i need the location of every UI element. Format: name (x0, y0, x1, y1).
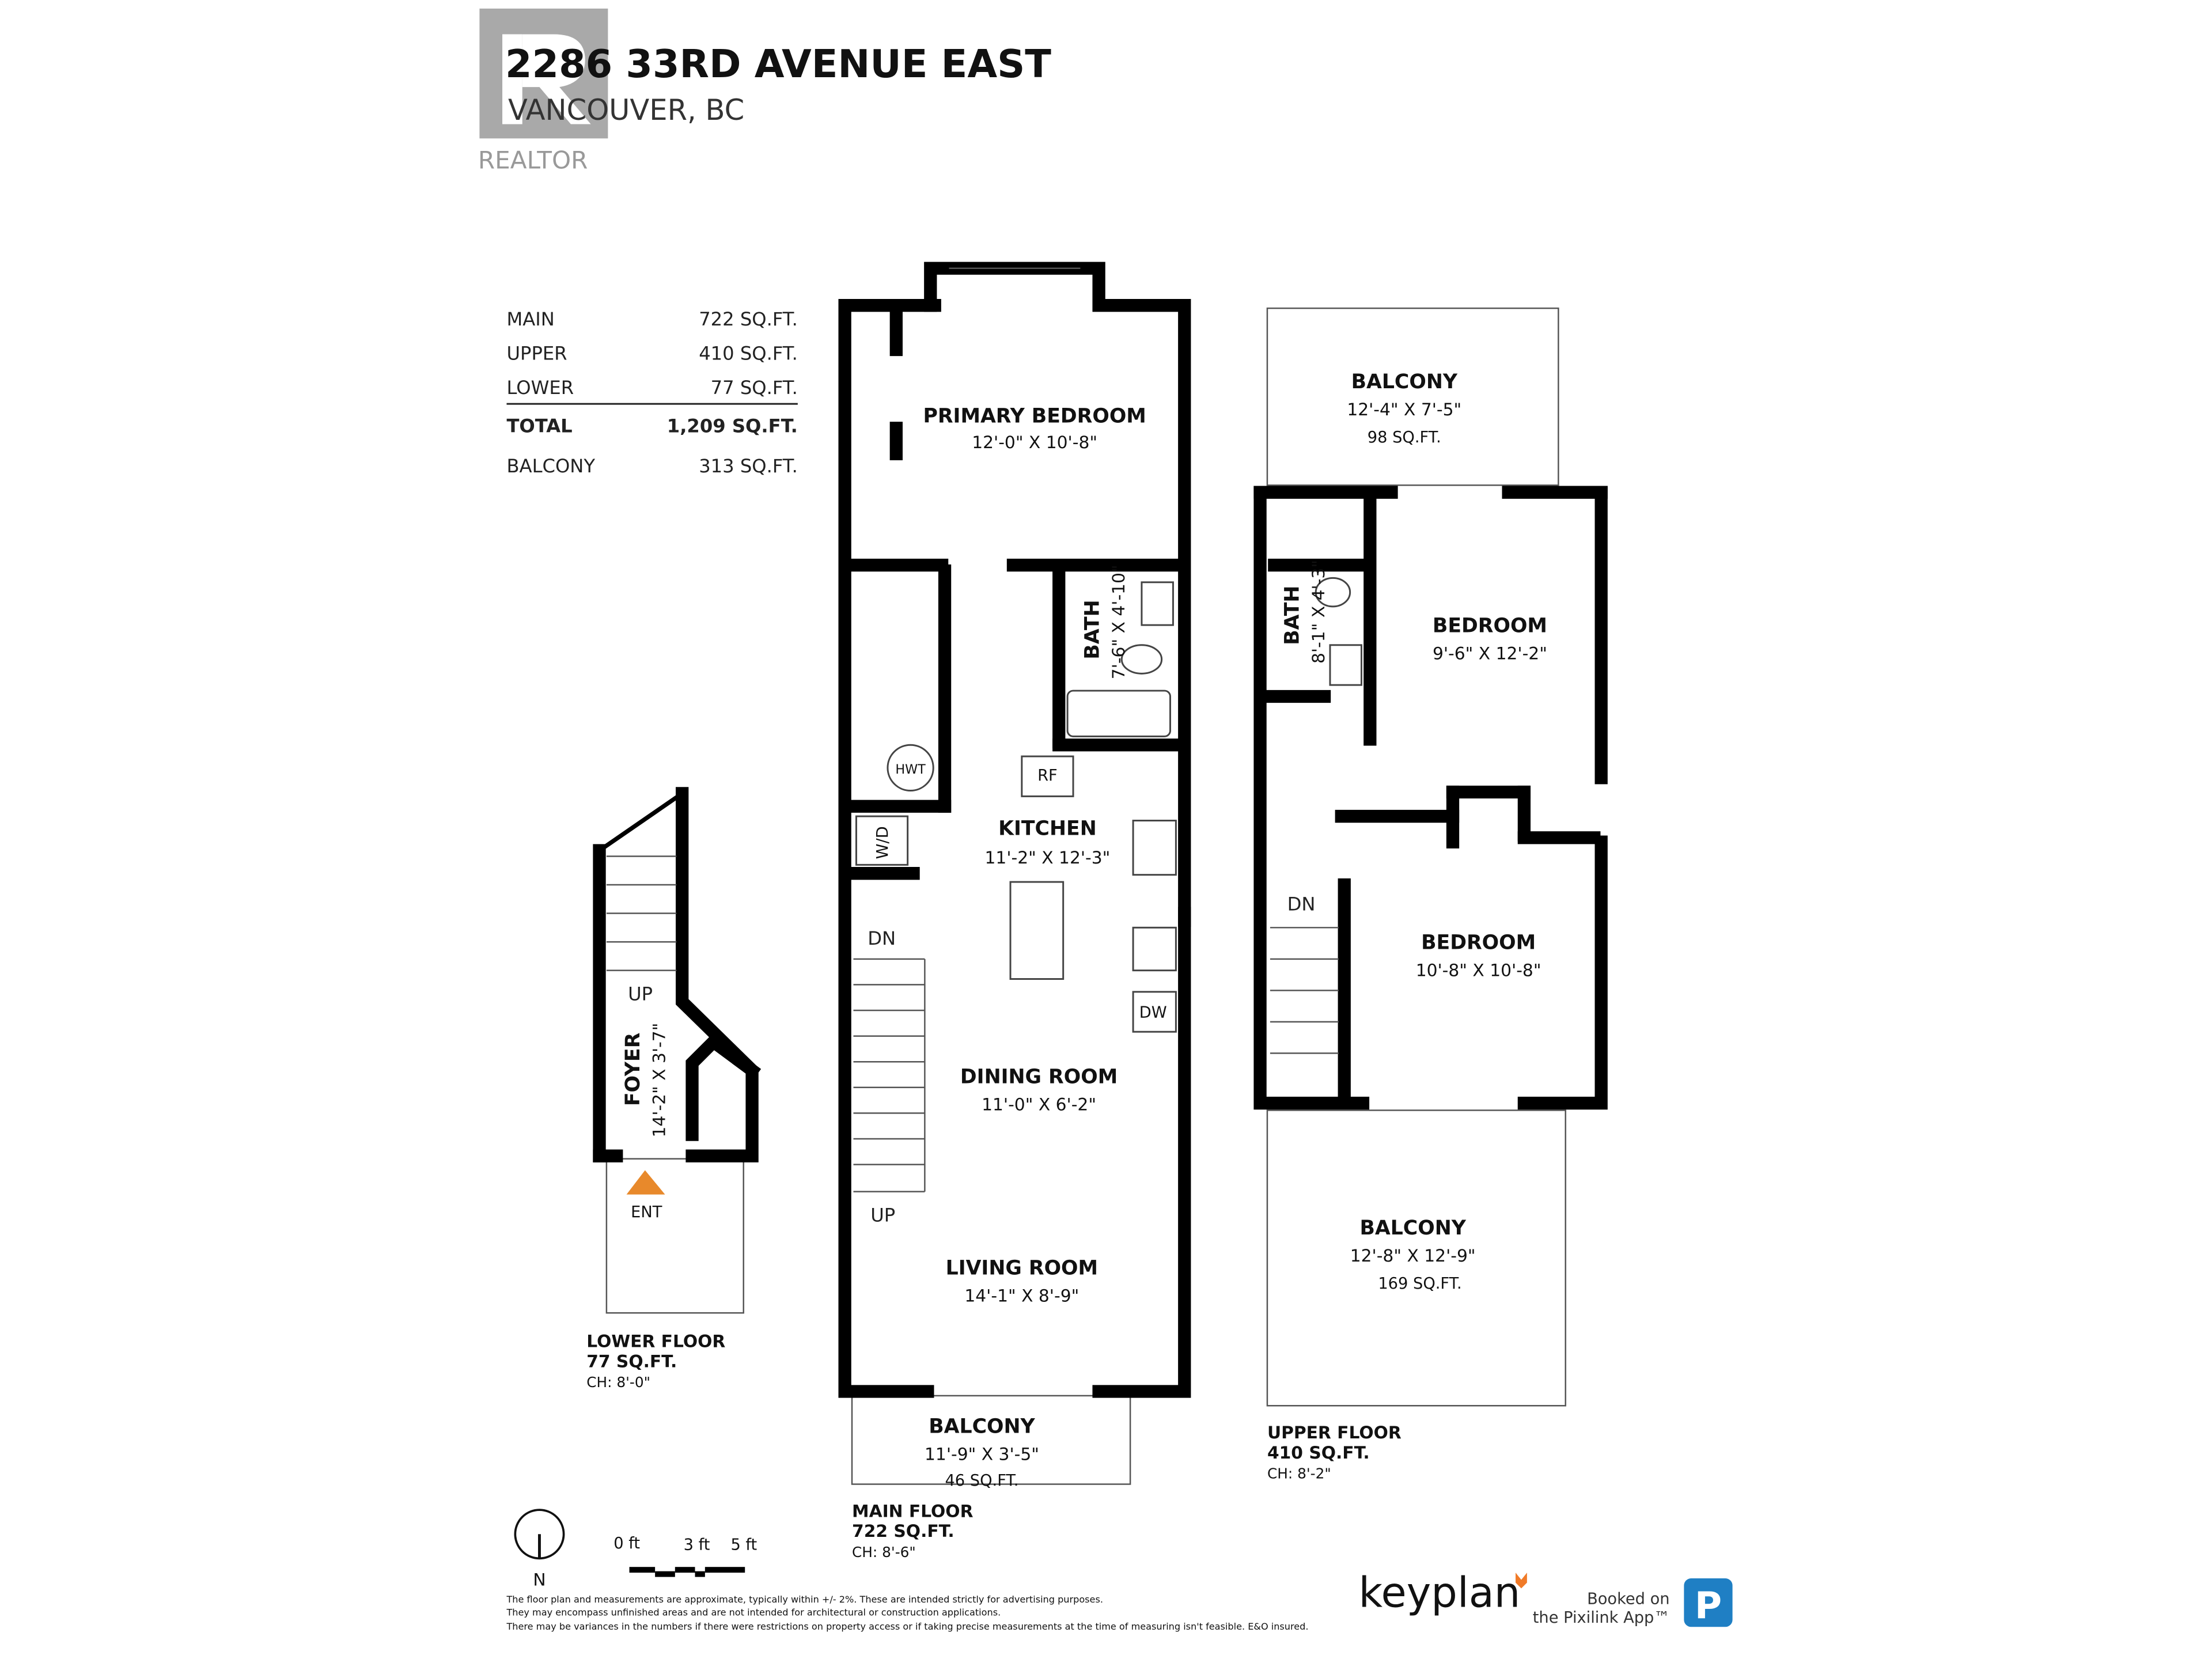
svg-text:BALCONY: BALCONY (929, 1415, 1035, 1438)
svg-text:N: N (533, 1570, 546, 1590)
upper-floor-plan: BALCONY 12'-4" X 7'-5" 98 SQ.FT. BATH 8'… (1253, 307, 1608, 1482)
svg-text:LOWER: LOWER (506, 377, 574, 399)
svg-text:12'-8" X 12'-9": 12'-8" X 12'-9" (1350, 1246, 1476, 1266)
svg-text:keyplan: keyplan (1359, 1569, 1521, 1617)
north-arrow-icon: N (514, 1509, 565, 1590)
booked-on-text: Booked on (1587, 1590, 1670, 1608)
svg-text:DN: DN (1287, 893, 1316, 915)
keyplan-logo: keyplan (1359, 1569, 1527, 1617)
svg-text:8'-1" X 4'-3": 8'-1" X 4'-3" (1309, 560, 1329, 664)
svg-text:313 SQ.FT.: 313 SQ.FT. (699, 455, 798, 477)
svg-text:722 SQ.FT.: 722 SQ.FT. (699, 308, 798, 330)
svg-text:BEDROOM: BEDROOM (1421, 931, 1536, 954)
svg-text:LOWER FLOOR: LOWER FLOOR (586, 1332, 725, 1352)
main-floor-plan: PRIMARY BEDROOM 12'-0" X 10'-8" BATH 7'-… (838, 262, 1191, 1560)
svg-text:77 SQ.FT.: 77 SQ.FT. (711, 377, 798, 399)
property-city: VANCOUVER, BC (508, 93, 744, 127)
svg-text:KITCHEN: KITCHEN (998, 817, 1097, 840)
svg-text:410 SQ.FT.: 410 SQ.FT. (699, 342, 798, 364)
area-summary-table: MAIN 722 SQ.FT. UPPER 410 SQ.FT. LOWER 77 S… (506, 308, 798, 477)
svg-text:10'-8" X 10'-8": 10'-8" X 10'-8" (1416, 961, 1541, 981)
svg-text:CH: 8'-6": CH: 8'-6" (852, 1544, 916, 1560)
scale-bar: 0 ft 3 ft 5 ft (613, 1535, 757, 1577)
svg-text:UPPER: UPPER (506, 342, 567, 364)
svg-text:W/D: W/D (874, 826, 892, 859)
svg-text:14'-1" X 8'-9": 14'-1" X 8'-9" (964, 1286, 1079, 1306)
svg-text:0 ft: 0 ft (613, 1535, 640, 1552)
svg-text:1,209 SQ.FT.: 1,209 SQ.FT. (667, 415, 798, 437)
svg-text:The floor plan and measurement: The floor plan and measurements are appr… (506, 1594, 1103, 1605)
svg-text:UP: UP (870, 1205, 895, 1226)
svg-text:ENT: ENT (631, 1203, 662, 1221)
disclaimer: The floor plan and measurements are appr… (506, 1594, 1308, 1632)
lower-floor-plan: UP FOYER 14'-2" X 3'-7" ENT LOWER FLOOR … (586, 787, 762, 1391)
svg-text:169 SQ.FT.: 169 SQ.FT. (1378, 1275, 1461, 1293)
svg-text:3 ft: 3 ft (684, 1536, 710, 1554)
svg-text:11'-2" X 12'-3": 11'-2" X 12'-3" (985, 848, 1111, 868)
svg-text:CH: 8'-0": CH: 8'-0" (586, 1374, 650, 1391)
svg-text:HWT: HWT (895, 762, 926, 777)
svg-text:UP: UP (628, 983, 653, 1005)
svg-text:BATH: BATH (1281, 586, 1304, 645)
svg-text:FOYER: FOYER (622, 1033, 645, 1106)
svg-text:5 ft: 5 ft (730, 1536, 757, 1554)
svg-text:CH: 8'-2": CH: 8'-2" (1267, 1465, 1331, 1482)
svg-text:12'-4" X 7'-5": 12'-4" X 7'-5" (1347, 400, 1461, 420)
svg-text:P: P (1695, 1584, 1722, 1627)
svg-text:RF: RF (1037, 767, 1058, 785)
svg-text:11'-0" X 6'-2": 11'-0" X 6'-2" (982, 1094, 1096, 1115)
svg-text:12'-0" X 10'-8": 12'-0" X 10'-8" (972, 433, 1097, 453)
svg-text:TOTAL: TOTAL (506, 415, 572, 437)
svg-text:There may be variances in the: There may be variances in the numbers if… (506, 1621, 1308, 1632)
svg-text:BALCONY: BALCONY (1359, 1217, 1466, 1240)
svg-text:77 SQ.FT.: 77 SQ.FT. (586, 1351, 677, 1372)
svg-text:MAIN: MAIN (506, 308, 554, 330)
svg-text:LIVING ROOM: LIVING ROOM (946, 1256, 1098, 1279)
svg-text:BEDROOM: BEDROOM (1433, 614, 1547, 637)
svg-text:7'-6" X 4'-10": 7'-6" X 4'-10" (1109, 565, 1129, 679)
svg-text:9'-6" X 12'-2": 9'-6" X 12'-2" (1433, 644, 1547, 664)
svg-text:BALCONY: BALCONY (1351, 370, 1458, 393)
svg-text:11'-9" X 3'-5": 11'-9" X 3'-5" (925, 1444, 1039, 1464)
booked-on-text-2: the Pixilink App™ (1533, 1609, 1670, 1627)
svg-text:REALTOR: REALTOR (478, 146, 588, 174)
svg-text:UPPER FLOOR: UPPER FLOOR (1267, 1423, 1402, 1443)
svg-text:722 SQ.FT.: 722 SQ.FT. (852, 1521, 955, 1541)
svg-text:46 SQ.FT.: 46 SQ.FT. (945, 1472, 1018, 1490)
svg-text:14'-2" X 3'-7": 14'-2" X 3'-7" (649, 1023, 669, 1138)
svg-text:PRIMARY BEDROOM: PRIMARY BEDROOM (923, 404, 1146, 427)
svg-text:BALCONY: BALCONY (506, 455, 595, 477)
svg-text:DN: DN (868, 927, 896, 949)
svg-text:DW: DW (1139, 1003, 1167, 1021)
svg-text:BATH: BATH (1081, 600, 1104, 659)
svg-text:They may encompass unfinished: They may encompass unfinished areas and … (506, 1607, 1001, 1618)
realtor-logo: REALTOR (478, 8, 608, 174)
svg-text:410 SQ.FT.: 410 SQ.FT. (1267, 1443, 1370, 1463)
property-address: 2286 33RD AVENUE EAST (505, 41, 1051, 86)
svg-text:MAIN FLOOR: MAIN FLOOR (852, 1501, 974, 1521)
pixilink-app-icon: P (1684, 1578, 1733, 1627)
svg-text:DINING ROOM: DINING ROOM (960, 1065, 1118, 1088)
entrance-marker-icon (626, 1170, 665, 1195)
svg-text:98 SQ.FT.: 98 SQ.FT. (1368, 429, 1441, 446)
